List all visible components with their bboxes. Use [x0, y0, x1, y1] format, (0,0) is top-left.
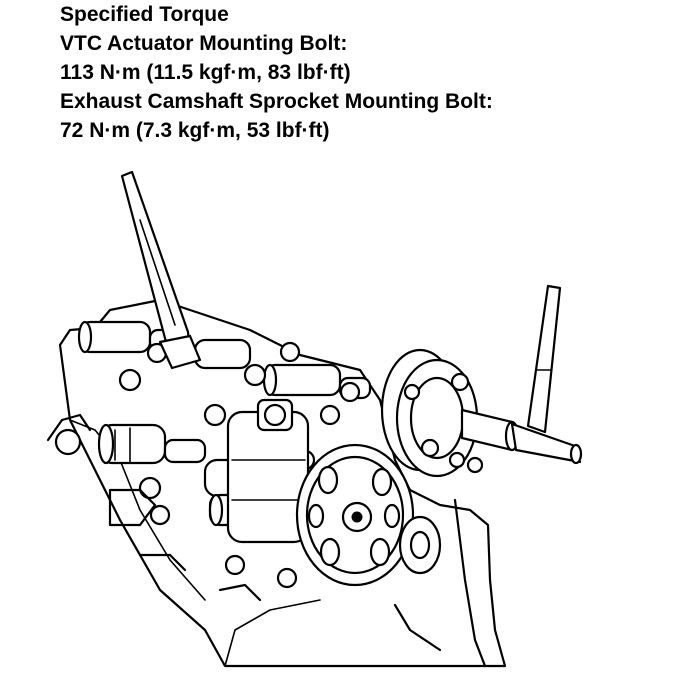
- torque-wrench: [120, 170, 202, 370]
- left-cam-detail: [46, 413, 262, 602]
- camshaft-illustration-svg: [46, 170, 583, 668]
- sprocket-holder-pulley: [380, 348, 479, 478]
- vtc-actuator: [226, 398, 310, 544]
- exhaust-bolt-torque: 72 N·m (7.3 kgf·m, 53 lbf·ft): [60, 119, 330, 142]
- vtc-bolt-label: VTC Actuator Mounting Bolt:: [60, 32, 348, 55]
- holder-shaft-and-handle: [460, 284, 583, 465]
- spec-heading: Specified Torque: [60, 3, 229, 26]
- vtc-bolt-torque: 113 N·m (11.5 kgf·m, 83 lbf·ft): [60, 61, 351, 84]
- lower-block-detail: [393, 456, 487, 668]
- exhaust-sprocket: [295, 443, 415, 587]
- torque-spec-block: Specified Torque VTC Actuator Mounting B…: [60, 0, 660, 145]
- exhaust-bolt-label: Exhaust Camshaft Sprocket Mounting Bolt:: [60, 90, 493, 113]
- engine-illustration: [0, 160, 688, 676]
